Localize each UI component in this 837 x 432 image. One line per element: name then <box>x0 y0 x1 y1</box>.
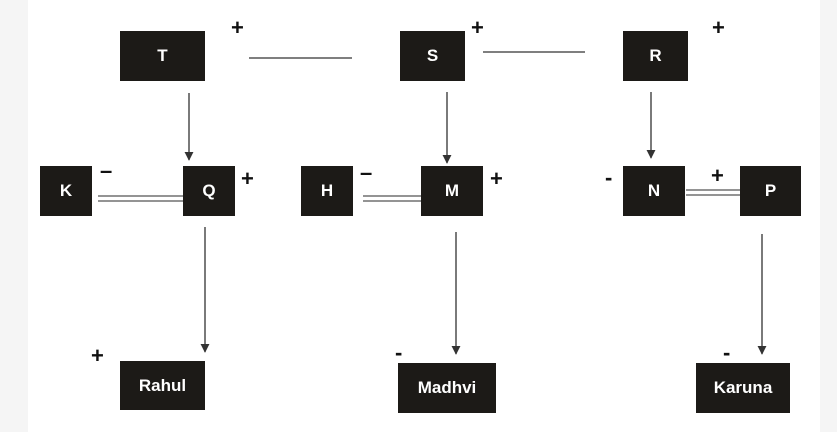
sign-m: + <box>490 166 503 191</box>
node-karuna: Karuna <box>696 363 790 413</box>
sign-t: + <box>231 15 244 40</box>
node-madhvi: Madhvi <box>398 363 496 413</box>
sign-rahul: + <box>91 343 104 368</box>
node-k: K <box>40 166 92 216</box>
sign-h: – <box>360 160 373 185</box>
node-h: H <box>301 166 353 216</box>
sign-s: + <box>471 15 484 40</box>
node-q: Q <box>183 166 235 216</box>
node-s: S <box>400 31 465 81</box>
node-t: T <box>120 31 205 81</box>
sign-karuna: - <box>723 340 731 365</box>
sign-r: + <box>712 15 725 40</box>
sign-madhvi: - <box>395 340 403 365</box>
node-r: R <box>623 31 688 81</box>
sign-n: - <box>605 165 613 190</box>
sign-q: + <box>241 166 254 191</box>
node-n: N <box>623 166 685 216</box>
sign-p: + <box>711 163 724 188</box>
sign-k: – <box>100 158 113 183</box>
node-m: M <box>421 166 483 216</box>
node-rahul: Rahul <box>120 361 205 410</box>
node-p: P <box>740 166 801 216</box>
